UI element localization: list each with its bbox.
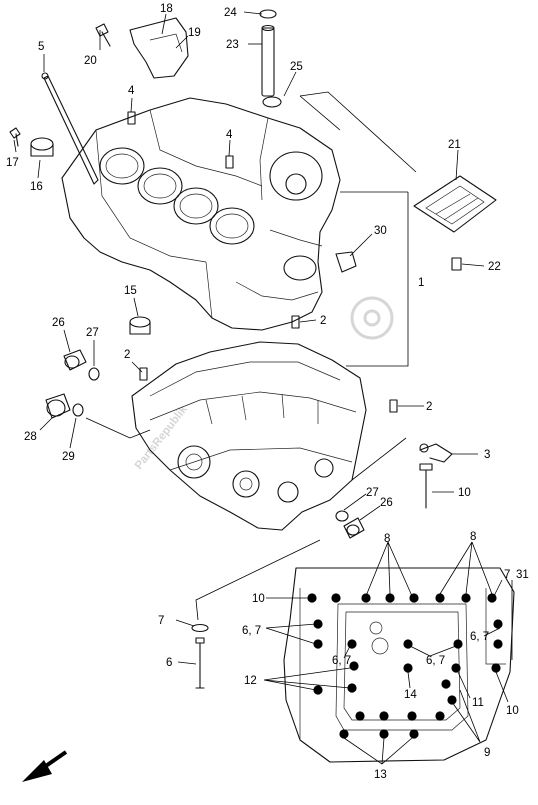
leader-lines: [13, 11, 513, 765]
callout-14: 14: [404, 689, 417, 701]
lower-crankcase: [131, 341, 367, 531]
callout-2b: 2: [124, 349, 130, 361]
bracket-1: [346, 192, 409, 367]
plug-26a: [63, 349, 87, 371]
callout-8a: 8: [384, 533, 390, 545]
callout-24: 24: [224, 7, 237, 19]
crankcase-bottom-view: [283, 567, 515, 763]
callout-31: 31: [516, 569, 529, 581]
callout-4a: 4: [128, 85, 135, 97]
dowel-pin-4a: [127, 111, 136, 125]
callout-17: 17: [6, 157, 19, 169]
plug-26b: [343, 517, 365, 539]
callout-5: 5: [38, 41, 44, 53]
callout-21: 21: [448, 139, 461, 151]
breather-cover: [129, 17, 189, 79]
callout-6: 6: [166, 657, 172, 669]
oil-pipe-3: [419, 443, 453, 463]
bracket-30: [335, 251, 357, 273]
hose-clamp-24: [259, 9, 277, 19]
clamp-25: [262, 96, 282, 108]
o-ring-29: [72, 403, 84, 417]
o-ring-27a: [88, 367, 100, 381]
callout-23: 23: [226, 39, 239, 51]
oil-plug-16: [30, 137, 54, 157]
callout-3: 3: [484, 449, 490, 461]
callout-26b: 26: [380, 497, 393, 509]
bolt-dots: [307, 593, 503, 739]
bolt-10: [419, 463, 433, 509]
callout-27a: 27: [86, 327, 99, 339]
washer-7: [191, 623, 209, 633]
callout-6-7a: 6, 7: [242, 625, 261, 637]
callout-19: 19: [188, 27, 201, 39]
callout-6-7d: 6, 7: [426, 655, 445, 667]
callout-2a: 2: [320, 315, 326, 327]
callout-10a: 10: [458, 487, 471, 499]
callout-7b: 7: [504, 569, 510, 581]
callout-15: 15: [124, 285, 137, 297]
callout-29: 29: [62, 451, 75, 463]
callout-25: 25: [290, 61, 303, 73]
plug-15: [129, 316, 151, 335]
callout-13: 13: [374, 769, 387, 781]
callout-28: 28: [24, 431, 37, 443]
breather-hose: [261, 24, 275, 97]
o-ring-27b: [335, 510, 349, 522]
dowel-pins-2: [139, 315, 398, 413]
bolt-6: [195, 637, 205, 689]
callout-12: 12: [244, 675, 257, 687]
callout-30: 30: [374, 225, 387, 237]
front-direction-arrow-icon: [22, 750, 68, 782]
callout-16: 16: [30, 181, 43, 193]
dowel-pin-4b: [225, 155, 234, 169]
callout-22: 22: [488, 261, 501, 273]
callout-10b: 10: [252, 593, 265, 605]
callout-6-7c: 6, 7: [332, 655, 351, 667]
strainer-21: [413, 175, 497, 233]
oil-level-dipstick: [41, 72, 99, 185]
gear-watermark-icon: [350, 296, 394, 340]
callout-labels: 5 20 18 19 24 23 25 4 4 17 16 21 22 30 1…: [6, 3, 529, 781]
callout-9: 9: [484, 747, 490, 759]
callout-7: 7: [158, 615, 164, 627]
bolt-20-icon: [95, 23, 111, 47]
callout-8b: 8: [470, 531, 476, 543]
callout-4b: 4: [226, 129, 233, 141]
callout-18: 18: [160, 3, 173, 15]
callout-26a: 26: [52, 317, 65, 329]
callout-27b: 27: [366, 487, 379, 499]
upper-crankcase: [61, 97, 341, 331]
bolt-22: [451, 257, 462, 271]
callout-20: 20: [84, 55, 97, 67]
callout-11: 11: [472, 697, 484, 709]
callout-1: 1: [418, 277, 424, 289]
callout-6-7b: 6, 7: [470, 631, 489, 643]
callout-2c: 2: [426, 401, 432, 413]
callout-10c: 10: [506, 705, 519, 717]
plug-28: [45, 393, 71, 419]
screw-17: [9, 127, 21, 147]
